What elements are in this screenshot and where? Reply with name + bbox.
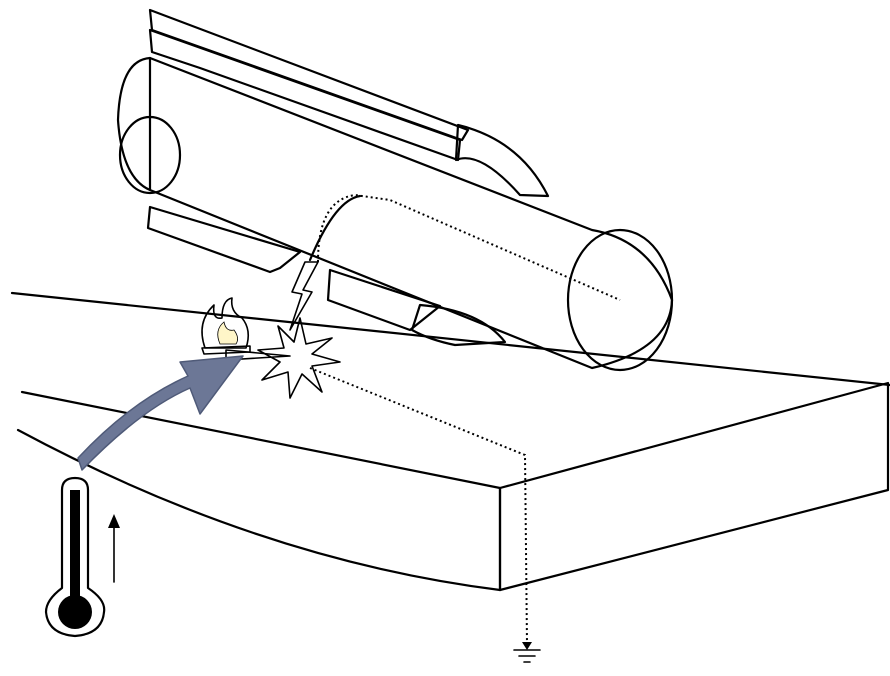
spark-icon bbox=[257, 317, 341, 399]
upper-sleeve-top-strip bbox=[148, 8, 470, 142]
flame-core bbox=[217, 321, 238, 345]
mounting-slab bbox=[10, 291, 890, 592]
fault-current-path bbox=[309, 193, 621, 646]
path-along-conductor bbox=[317, 193, 621, 301]
flame-icon bbox=[201, 297, 250, 349]
slab-right-face bbox=[498, 381, 890, 592]
conductor-left-cap bbox=[116, 56, 152, 192]
conductor-near-end bbox=[566, 228, 674, 372]
slab-near-top-edge bbox=[20, 390, 502, 490]
lower-insulation-sleeve bbox=[146, 205, 507, 347]
ground-icon bbox=[513, 649, 541, 663]
discharge-bolt-icon bbox=[289, 261, 319, 331]
ground-arrowhead bbox=[522, 642, 532, 650]
upper-insulation-sleeve bbox=[148, 8, 550, 198]
flame-base bbox=[201, 345, 251, 355]
arc-spark bbox=[225, 317, 341, 399]
conductor-bend-contour bbox=[308, 194, 362, 262]
rising-arrow-icon bbox=[108, 514, 120, 583]
upper-sleeve-end-taper bbox=[454, 123, 550, 198]
thermometer-icon bbox=[44, 476, 106, 638]
lower-sleeve-left-strip bbox=[146, 205, 302, 274]
conductor-body bbox=[148, 56, 674, 370]
path-to-ground bbox=[309, 367, 528, 646]
spark-tail bbox=[225, 349, 291, 361]
lower-sleeve-end-taper bbox=[410, 303, 507, 347]
heat-arrow-icon bbox=[77, 355, 244, 471]
temperature-rise bbox=[44, 476, 120, 638]
fire bbox=[201, 297, 251, 355]
ground bbox=[513, 642, 541, 663]
lower-sleeve-right-strip bbox=[326, 268, 442, 332]
conductor-far-end bbox=[118, 115, 182, 195]
upper-sleeve-mid-strip bbox=[148, 28, 462, 162]
slab-far-edge bbox=[10, 291, 890, 387]
cable-conductor bbox=[116, 56, 674, 372]
